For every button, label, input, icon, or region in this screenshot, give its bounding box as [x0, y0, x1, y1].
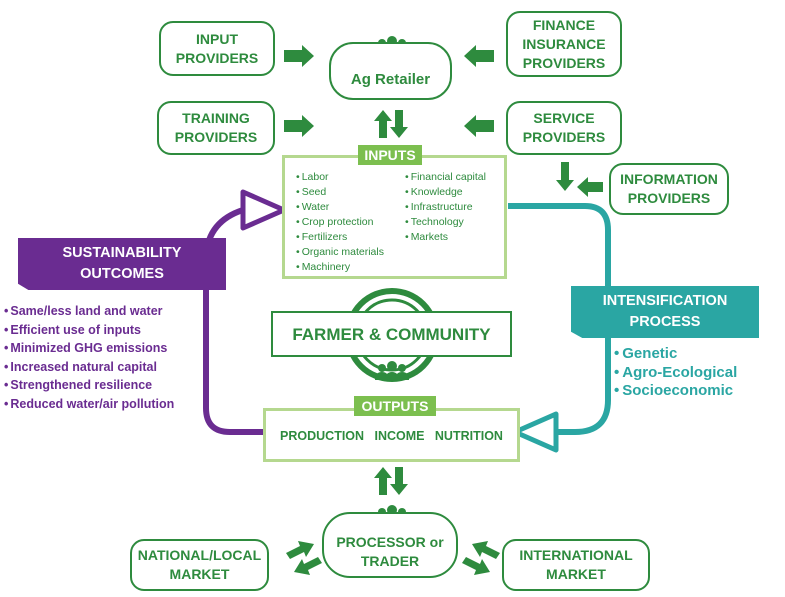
list-item: Strengthened resilience [4, 376, 174, 395]
outputs-title: OUTPUTS [354, 396, 436, 416]
list-item: Reduced water/air pollution [4, 395, 174, 414]
sustainability-banner: SUSTAINABILITY OUTCOMES [18, 238, 226, 290]
list-item: Increased natural capital [4, 358, 174, 377]
training-providers-box: TRAINING PROVIDERS [157, 101, 275, 155]
list-item: Water [296, 200, 384, 215]
list-item: Genetic [614, 345, 737, 364]
list-item: Agro-Ecological [614, 364, 737, 383]
list-item: Infrastructure [405, 200, 486, 215]
list-item: Technology [405, 215, 486, 230]
list-item: Crop protection [296, 215, 384, 230]
input-providers-box: INPUT PROVIDERS [159, 21, 275, 76]
sustainability-list: Same/less land and water Efficient use o… [4, 302, 174, 413]
list-item: Fertilizers [296, 230, 384, 245]
output-production: PRODUCTION [280, 429, 365, 443]
list-item: Socioeconomic [614, 382, 737, 401]
farmer-community-box: FARMER & COMMUNITY [271, 311, 512, 357]
inputs-list-right: Financial capital Knowledge Infrastructu… [405, 170, 486, 245]
finance-providers-box: FINANCE INSURANCE PROVIDERS [506, 11, 622, 77]
list-item: Knowledge [405, 185, 486, 200]
processor-box: PROCESSOR or TRADER [322, 512, 458, 578]
ag-retailer-box: Ag Retailer [329, 42, 452, 100]
inputs-list-left: Labor Seed Water Crop protection Fertili… [296, 170, 384, 275]
list-item: Efficient use of inputs [4, 321, 174, 340]
sustainability-loop [203, 189, 287, 435]
intensification-banner: INTENSIFICATION PROCESS [571, 286, 759, 338]
connector-arrows [284, 45, 603, 575]
list-item: Machinery [296, 260, 384, 275]
output-nutrition: NUTRITION [434, 429, 503, 443]
inputs-title: INPUTS [358, 145, 422, 165]
list-item: Seed [296, 185, 384, 200]
list-item: Minimized GHG emissions [4, 339, 174, 358]
outputs-items: PRODUCTION INCOME NUTRITION [263, 429, 520, 443]
information-providers-box: INFORMATION PROVIDERS [609, 163, 729, 215]
list-item: Financial capital [405, 170, 486, 185]
list-item: Labor [296, 170, 384, 185]
international-market-box: INTERNATIONAL MARKET [502, 539, 650, 591]
list-item: Organic materials [296, 245, 384, 260]
service-providers-box: SERVICE PROVIDERS [506, 101, 622, 155]
list-item: Same/less land and water [4, 302, 174, 321]
list-item: Markets [405, 230, 486, 245]
output-income: INCOME [374, 429, 425, 443]
intensification-list: Genetic Agro-Ecological Socioeconomic [614, 345, 737, 401]
national-market-box: NATIONAL/LOCAL MARKET [130, 539, 269, 591]
